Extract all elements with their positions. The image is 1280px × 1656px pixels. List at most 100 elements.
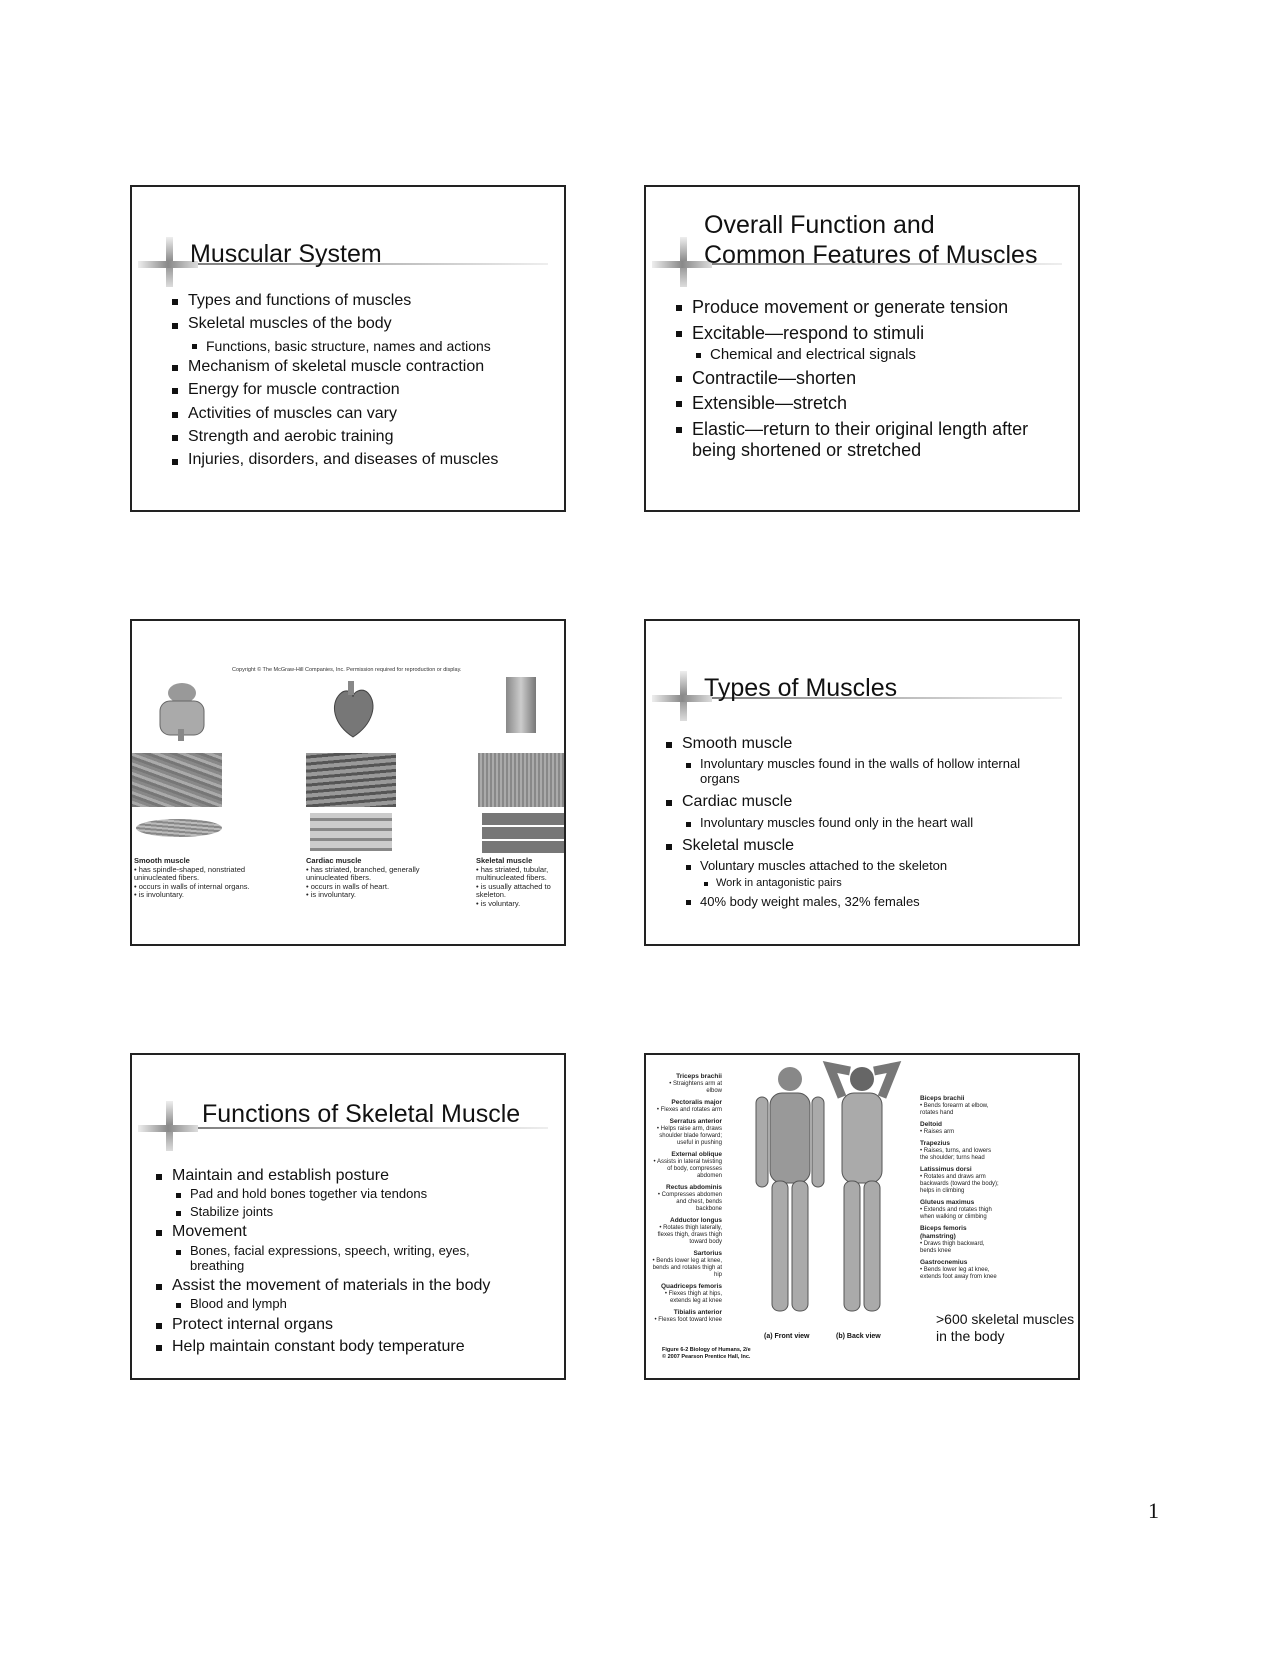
muscle-action: • Extends and rotates thigh when walking… [920, 1207, 992, 1220]
sub-bullet: Stabilize joints [154, 1204, 544, 1220]
bullet: Smooth muscle [664, 735, 1064, 753]
page-number: 1 [1148, 1498, 1159, 1523]
muscle-name: Gastrocnemius [920, 1259, 968, 1266]
muscle-label: Gluteus maximus• Extends and rotates thi… [920, 1199, 1000, 1221]
muscle-label: Biceps brachii• Bends forearm at elbow, … [920, 1095, 1000, 1117]
sub-bullet: Pad and hold bones together via tendons [154, 1186, 544, 1202]
muscle-label: Quadriceps femoris• Flexes thigh at hips… [652, 1283, 722, 1305]
sub-bullet: Voluntary muscles attached to the skelet… [664, 858, 1064, 874]
skeletal-muscle-fiber-drawing [482, 813, 564, 853]
muscle-action: • Straightens arm at elbow [669, 1081, 722, 1094]
muscle-label: Pectoralis major• Flexes and rotates arm [652, 1099, 722, 1114]
muscle-name: External oblique [671, 1151, 722, 1158]
sub-bullet: Functions, basic structure, names and ac… [170, 338, 498, 354]
caption-smooth-muscle: Smooth muscle• has spindle-shaped, nonst… [134, 856, 250, 899]
muscle-action: • Raises, turns, and lowers the shoulder… [920, 1148, 992, 1161]
bullet: Help maintain constant body temperature [154, 1338, 544, 1356]
caption-cardiac-muscle: Cardiac muscle• has striated, branched, … [306, 856, 420, 899]
slide-title: Muscular System [190, 240, 382, 268]
title-decoration [138, 237, 548, 287]
skeletal-muscle-micrograph [478, 753, 564, 807]
muscle-name: Triceps brachii [676, 1073, 722, 1080]
muscle-label: Adductor longus• Rotates thigh laterally… [652, 1217, 722, 1246]
muscle-label: Sartorius• Bends lower leg at knee, bend… [652, 1250, 722, 1279]
muscle-name: Deltoid [920, 1121, 943, 1128]
bullet: Maintain and establish posture [154, 1167, 544, 1185]
title-decoration [138, 1101, 548, 1151]
cardiac-muscle-fiber-drawing [310, 813, 392, 851]
muscle-action: • Bends lower leg at knee, extends foot … [920, 1267, 997, 1280]
bullet: Skeletal muscles of the body [170, 315, 498, 333]
front-view-body-figure [755, 1060, 902, 1312]
muscle-label: Gastrocnemius• Bends lower leg at knee, … [920, 1259, 1000, 1281]
sub-bullet: Bones, facial expressions, speech, writi… [154, 1243, 544, 1274]
slide-skeletal-muscles-figure: Triceps brachii• Straightens arm at elbo… [644, 1053, 1080, 1380]
sub-bullet: Involuntary muscles found in the walls o… [664, 756, 1064, 787]
back-view-label: (b) Back view [836, 1333, 881, 1340]
muscle-name: Gluteus maximus [920, 1199, 975, 1206]
smooth-muscle-fiber-drawing [136, 819, 222, 837]
caption-skeletal-muscle: Skeletal muscle• has striated, tubular, … [476, 856, 551, 908]
muscle-name: Biceps femoris (hamstring) [920, 1225, 967, 1240]
heart-image [333, 681, 374, 738]
muscle-action: • Helps raise arm, draws shoulder blade … [656, 1126, 722, 1146]
sub-bullet: 40% body weight males, 32% females [664, 894, 1064, 910]
bullet: Assist the movement of materials in the … [154, 1277, 544, 1295]
slide-muscular-system: Muscular System Types and functions of m… [130, 185, 566, 512]
bullet: Movement [154, 1223, 544, 1241]
muscle-action: • Flexes foot toward knee [654, 1317, 722, 1323]
bullet: Mechanism of skeletal muscle contraction [170, 358, 498, 376]
bullet: Elastic—return to their original length … [674, 419, 1074, 460]
sub-bullet: Blood and lymph [154, 1296, 544, 1312]
muscle-action: • Flexes thigh at hips, extends leg at k… [664, 1291, 722, 1304]
muscle-label: Serratus anterior• Helps raise arm, draw… [652, 1118, 722, 1147]
muscle-name: Quadriceps femoris [660, 1283, 722, 1290]
bullet: Energy for muscle contraction [170, 381, 498, 399]
muscle-name: Adductor longus [670, 1217, 722, 1224]
muscle-name: Latissimus dorsi [920, 1166, 972, 1173]
muscle-name: Tibialis anterior [673, 1309, 722, 1316]
muscle-count-note: >600 skeletal muscles in the body [936, 1311, 1075, 1344]
muscle-action: • Draws thigh backward, bends knee [920, 1241, 985, 1254]
muscle-action: • Rotates and draws arm backwards (towar… [920, 1174, 999, 1194]
sub-bullet: Involuntary muscles found only in the he… [664, 815, 1064, 831]
slide-functions-skeletal-muscle: Functions of Skeletal Muscle Maintain an… [130, 1053, 566, 1380]
title-decoration [652, 237, 1062, 287]
muscle-label: Tibialis anterior• Flexes foot toward kn… [652, 1309, 722, 1324]
bullet: Types and functions of muscles [170, 292, 498, 310]
muscle-label: Rectus abdominis• Compresses abdomen and… [652, 1184, 722, 1213]
muscle-action: • Bends forearm at elbow, rotates hand [920, 1103, 989, 1116]
muscle-label: External oblique• Assists in lateral twi… [652, 1151, 722, 1180]
muscle-name: Trapezius [920, 1140, 950, 1147]
muscle-name: Biceps brachii [920, 1095, 965, 1102]
bullet: Produce movement or generate tension [674, 297, 1074, 318]
muscle-label: Trapezius• Raises, turns, and lowers the… [920, 1140, 1000, 1162]
muscle-label: Triceps brachii• Straightens arm at elbo… [652, 1073, 722, 1095]
smooth-muscle-micrograph [132, 753, 222, 807]
title-decoration [652, 671, 1062, 721]
cardiac-muscle-micrograph [306, 753, 396, 807]
muscle-label: Biceps femoris (hamstring)• Draws thigh … [920, 1225, 1000, 1255]
back-muscle-labels: Biceps brachii• Bends forearm at elbow, … [920, 1095, 1000, 1285]
limb-muscle-image [506, 677, 536, 733]
bullet: Strength and aerobic training [170, 428, 498, 446]
muscle-name: Pectoralis major [671, 1099, 722, 1106]
muscle-action: • Rotates thigh laterally, flexes thigh,… [657, 1225, 722, 1245]
muscle-label: Latissimus dorsi• Rotates and draws arm … [920, 1166, 1000, 1195]
figure-credit: Figure 6-2 Biology of Humans, 2/e© 2007 … [662, 1347, 751, 1360]
bullet: Protect internal organs [154, 1316, 544, 1334]
front-view-label: (a) Front view [764, 1333, 810, 1340]
digestive-organs-image [159, 683, 205, 741]
bullet: Injuries, disorders, and diseases of mus… [170, 451, 498, 469]
muscle-name: Sartorius [693, 1250, 722, 1257]
bullet: Cardiac muscle [664, 793, 1064, 811]
bullet: Excitable—respond to stimuli [674, 323, 1074, 344]
bullet: Skeletal muscle [664, 837, 1064, 855]
slide-muscle-types-figure: Copyright © The McGraw-Hill Companies, I… [130, 619, 566, 946]
slide-types-of-muscles: Types of Muscles Smooth muscle Involunta… [644, 619, 1080, 946]
muscle-action: • Compresses abdomen and chest, bends ba… [657, 1192, 722, 1212]
muscle-name: Serratus anterior [669, 1118, 722, 1125]
